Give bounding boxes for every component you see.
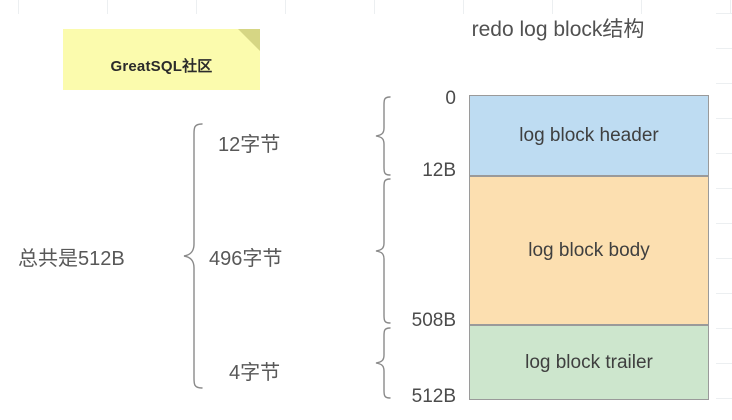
grid-line-horizontal	[716, 363, 732, 364]
grid-line-horizontal	[716, 118, 732, 119]
sticky-note-label: GreatSQL社区	[110, 58, 213, 75]
grid-line-horizontal	[716, 188, 732, 189]
block-log-block-trailer: log block trailer	[469, 325, 709, 400]
block-label: log block header	[519, 124, 659, 146]
block-log-block-header: log block header	[469, 95, 709, 176]
grid-line-vertical	[196, 0, 197, 14]
folded-corner-icon	[238, 29, 260, 51]
grid-line-vertical	[374, 0, 375, 14]
grid-line-horizontal	[716, 328, 732, 329]
grid-line-vertical	[463, 0, 464, 14]
grid-line-vertical	[730, 0, 731, 14]
offset-label-12: 12B	[422, 160, 456, 181]
offset-label-0: 0	[445, 88, 456, 109]
size-label-body: 496字节	[209, 248, 283, 270]
brace-total	[183, 123, 203, 389]
total-size-label: 总共是512B	[18, 248, 125, 270]
brace-header	[375, 96, 391, 176]
page-title: redo log block结构	[471, 18, 645, 41]
grid-line-horizontal	[716, 258, 732, 259]
grid-line-vertical	[641, 0, 642, 14]
block-label: log block trailer	[525, 351, 653, 373]
size-label-header: 12字节	[218, 134, 281, 156]
block-log-block-body: log block body	[469, 176, 709, 325]
offset-label-508: 508B	[411, 310, 456, 331]
brace-trailer	[375, 327, 391, 399]
grid-line-vertical	[107, 0, 108, 14]
brace-body	[375, 178, 391, 324]
offset-label-512: 512B	[411, 386, 456, 407]
grid-line-horizontal	[716, 83, 732, 84]
grid-line-horizontal	[716, 153, 732, 154]
grid-line-horizontal	[716, 223, 732, 224]
grid-line-vertical	[18, 0, 19, 14]
grid-line-horizontal	[716, 293, 732, 294]
grid-line-horizontal	[716, 48, 732, 49]
sticky-note: GreatSQL社区	[63, 29, 260, 90]
block-label: log block body	[528, 239, 650, 261]
grid-line-horizontal	[716, 398, 732, 399]
grid-line-vertical	[552, 0, 553, 14]
grid-line-vertical	[285, 0, 286, 14]
grid-line-horizontal	[716, 13, 732, 14]
size-label-trailer: 4字节	[229, 362, 281, 384]
